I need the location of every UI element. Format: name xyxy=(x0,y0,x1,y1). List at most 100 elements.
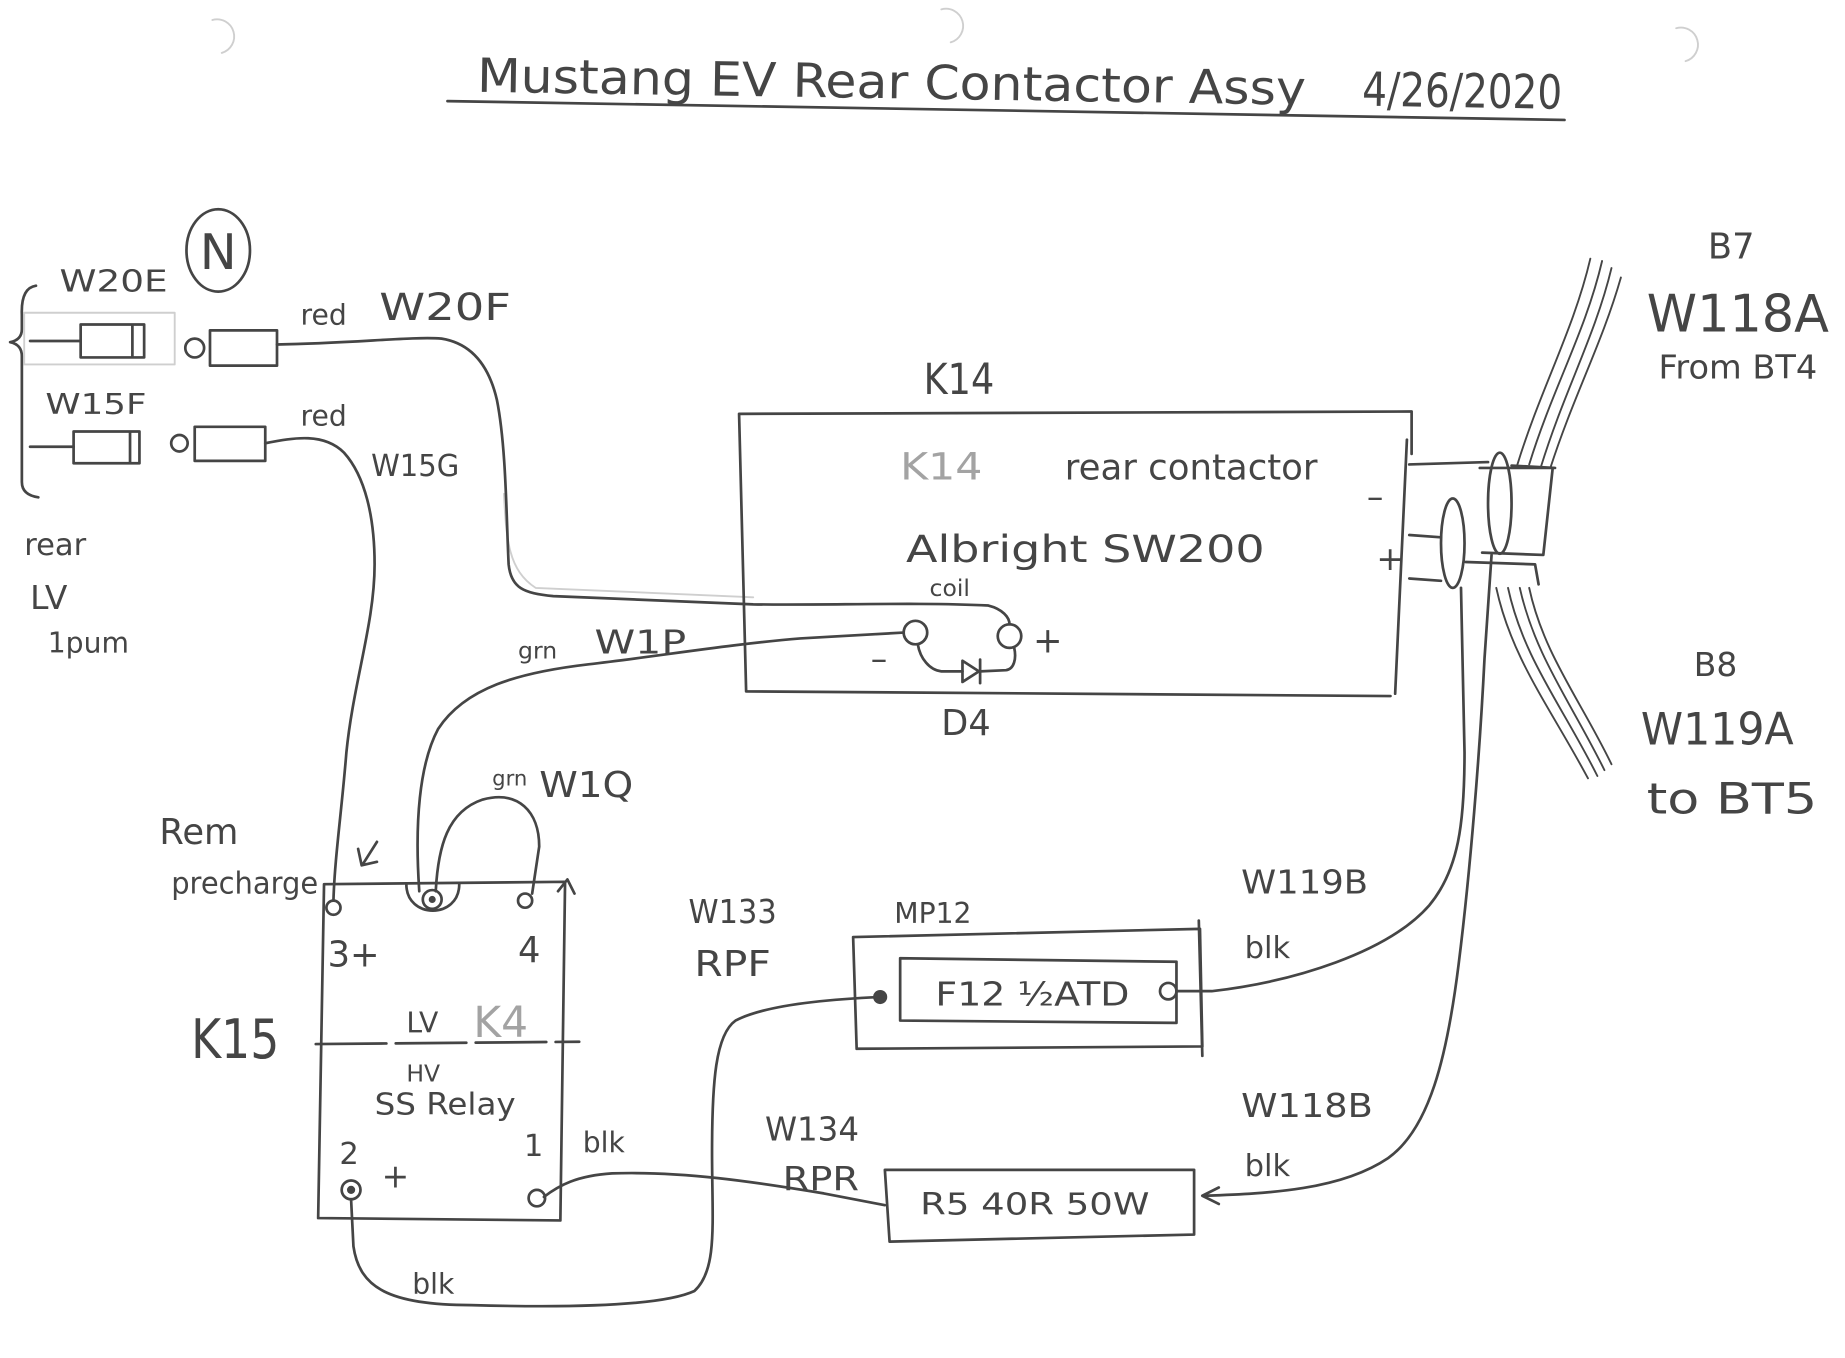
connector-w20f-pin xyxy=(183,337,206,359)
k15-pin-3-label: 3+ xyxy=(328,934,380,975)
hole-punch-mark xyxy=(1675,26,1699,63)
title-underline xyxy=(446,99,1566,122)
k14-stud-minus-sign: – xyxy=(1367,477,1383,516)
wire-label-w20f: W20F xyxy=(379,285,511,329)
k14-stud-plus-line xyxy=(1407,533,1443,539)
diode-d4-label: D4 xyxy=(941,703,990,744)
cable-b7-ref: B7 xyxy=(1708,227,1755,268)
diode-d4 xyxy=(916,642,1017,685)
fuse-holder-edge-stroke xyxy=(1197,919,1204,1058)
cable-b8-strand xyxy=(1495,586,1589,780)
wire-label-w119b: W119B xyxy=(1241,863,1368,902)
k15-lv-hv-divider xyxy=(314,1040,581,1046)
rear-lv-connector-group: W20E red W20F W15F red W15G rear LV 1pum xyxy=(8,265,511,660)
k15-pointer-arrow xyxy=(356,840,379,867)
hole-punch-marks xyxy=(211,7,1699,63)
diode-d4-symbol xyxy=(961,659,981,684)
connector-tag-w15f: W15F xyxy=(45,388,146,421)
connector-w20e-housing xyxy=(79,323,146,359)
k15-hv-side-label: HV xyxy=(406,1060,440,1088)
wire-color-w1q: grn xyxy=(492,765,527,790)
wire-name-w134: RPR xyxy=(783,1159,859,1198)
wire-w15g xyxy=(263,436,376,902)
k15-pin-2-polarity: + xyxy=(382,1157,410,1196)
cable-b8-ref: B8 xyxy=(1694,645,1738,684)
k14-ref-label: K14 xyxy=(924,355,995,404)
hole-punch-mark xyxy=(940,7,965,44)
cable-b7-labels: B7 W118A From BT4 xyxy=(1647,227,1829,387)
wire-color-w134: blk xyxy=(583,1126,626,1159)
cable-b7-strand xyxy=(1549,276,1622,469)
wire-color-w118b: blk xyxy=(1245,1149,1291,1184)
cable-b8-labels: B8 W119A to BT5 xyxy=(1641,645,1817,824)
wire-w118b xyxy=(1203,553,1493,1198)
cable-b8-strand xyxy=(1518,586,1606,772)
cable-b8-wire-id: W119A xyxy=(1641,703,1794,755)
k14-contactor: K14 K14 rear contactor Albright SW200 co… xyxy=(737,355,1413,744)
k15-pin-3-terminal xyxy=(325,899,342,917)
wire-label-w133: W133 xyxy=(689,892,777,931)
cable-b7-strand xyxy=(1540,267,1613,468)
k15-function-line2: precharge xyxy=(171,867,318,902)
k14-box xyxy=(737,410,1413,698)
resistor-body xyxy=(883,1168,1196,1243)
k15-lv-ref: K4 xyxy=(473,998,528,1047)
k14-coil-minus-terminal xyxy=(902,619,929,646)
k15-pin-2-terminal-dot xyxy=(346,1185,356,1194)
k15-ref-label: K15 xyxy=(191,1008,279,1071)
k15-type-label: SS Relay xyxy=(375,1088,516,1123)
k14-inner-ref: K14 xyxy=(900,445,982,489)
north-marker: N xyxy=(185,207,252,293)
wire-name-w133: RPF xyxy=(694,944,770,985)
cable-b8-note: to BT5 xyxy=(1647,775,1817,824)
fuse-label: F12 ½ATD xyxy=(935,974,1129,1013)
wire-w1p xyxy=(416,631,906,893)
diode-d4-cathode-lead xyxy=(978,646,1017,673)
cable-b7-strand xyxy=(1528,260,1604,466)
fuse-right-terminal xyxy=(1158,981,1178,1001)
connector-group-label-line3: 1pum xyxy=(48,627,129,660)
connector-group-bracket xyxy=(8,284,40,499)
fuse-holder-label: MP12 xyxy=(894,897,971,930)
k14-description: rear contactor xyxy=(1065,448,1318,489)
cable-b8-bundle xyxy=(1495,586,1613,780)
connector-w15g-housing xyxy=(193,425,267,463)
diode-d4-anode-lead xyxy=(916,642,964,673)
connector-tag-w20e: W20E xyxy=(59,265,167,300)
k15-pin-4-label: 4 xyxy=(518,930,540,971)
k15-pin-2-label: 2 xyxy=(339,1137,358,1172)
north-marker-letter: N xyxy=(200,223,237,281)
cable-b7-wire-id: W118A xyxy=(1647,285,1829,345)
erased-connector-outline xyxy=(23,311,176,366)
wire-label-w1p: W1P xyxy=(594,623,686,662)
k15-box xyxy=(316,880,567,1222)
k15-function-line1: Rem xyxy=(159,812,238,853)
k15-pin-1-terminal xyxy=(527,1188,547,1208)
wire-w20f xyxy=(275,336,1011,626)
k14-box-right-edge xyxy=(1393,438,1409,696)
lug-w119a xyxy=(1439,497,1466,590)
k14-coil-minus-sign: – xyxy=(871,639,887,678)
k15-lv-side-label: LV xyxy=(406,1006,439,1039)
k14-stud-plus-sign: + xyxy=(1376,539,1404,578)
wire-color-w133: blk xyxy=(412,1267,455,1300)
k15-middle-terminal-dot xyxy=(428,895,436,903)
cable-b8-strand xyxy=(1507,586,1599,777)
k15-middle-terminal xyxy=(421,888,443,911)
title-block: Mustang EV Rear Contactor Assy 4/26/2020 xyxy=(477,49,1563,121)
k15-pin-4-terminal xyxy=(516,892,534,910)
k15-pin-1-label: 1 xyxy=(524,1129,543,1164)
fuse-body xyxy=(898,956,1178,1025)
wire-w118b-arrowhead xyxy=(1200,1186,1221,1206)
lug-band xyxy=(1478,466,1555,557)
fuse-holder-mp12: MP12 F12 ½ATD xyxy=(851,897,1204,1058)
wire-label-w134: W134 xyxy=(765,1109,859,1148)
wire-label-w1q: W1Q xyxy=(539,765,633,806)
wire-label-w118b: W118B xyxy=(1241,1086,1373,1125)
k14-coil-label: coil xyxy=(930,574,970,602)
connector-w15g-pin xyxy=(169,433,190,453)
wire-w20f-ghost xyxy=(502,492,755,599)
k15-relay: K15 Rem precharge 3+ 4 LV K4 HV SS Relay… xyxy=(159,812,581,1222)
page-title: Mustang EV Rear Contactor Assy xyxy=(477,49,1307,117)
k15-box-corner-tick xyxy=(556,878,576,895)
